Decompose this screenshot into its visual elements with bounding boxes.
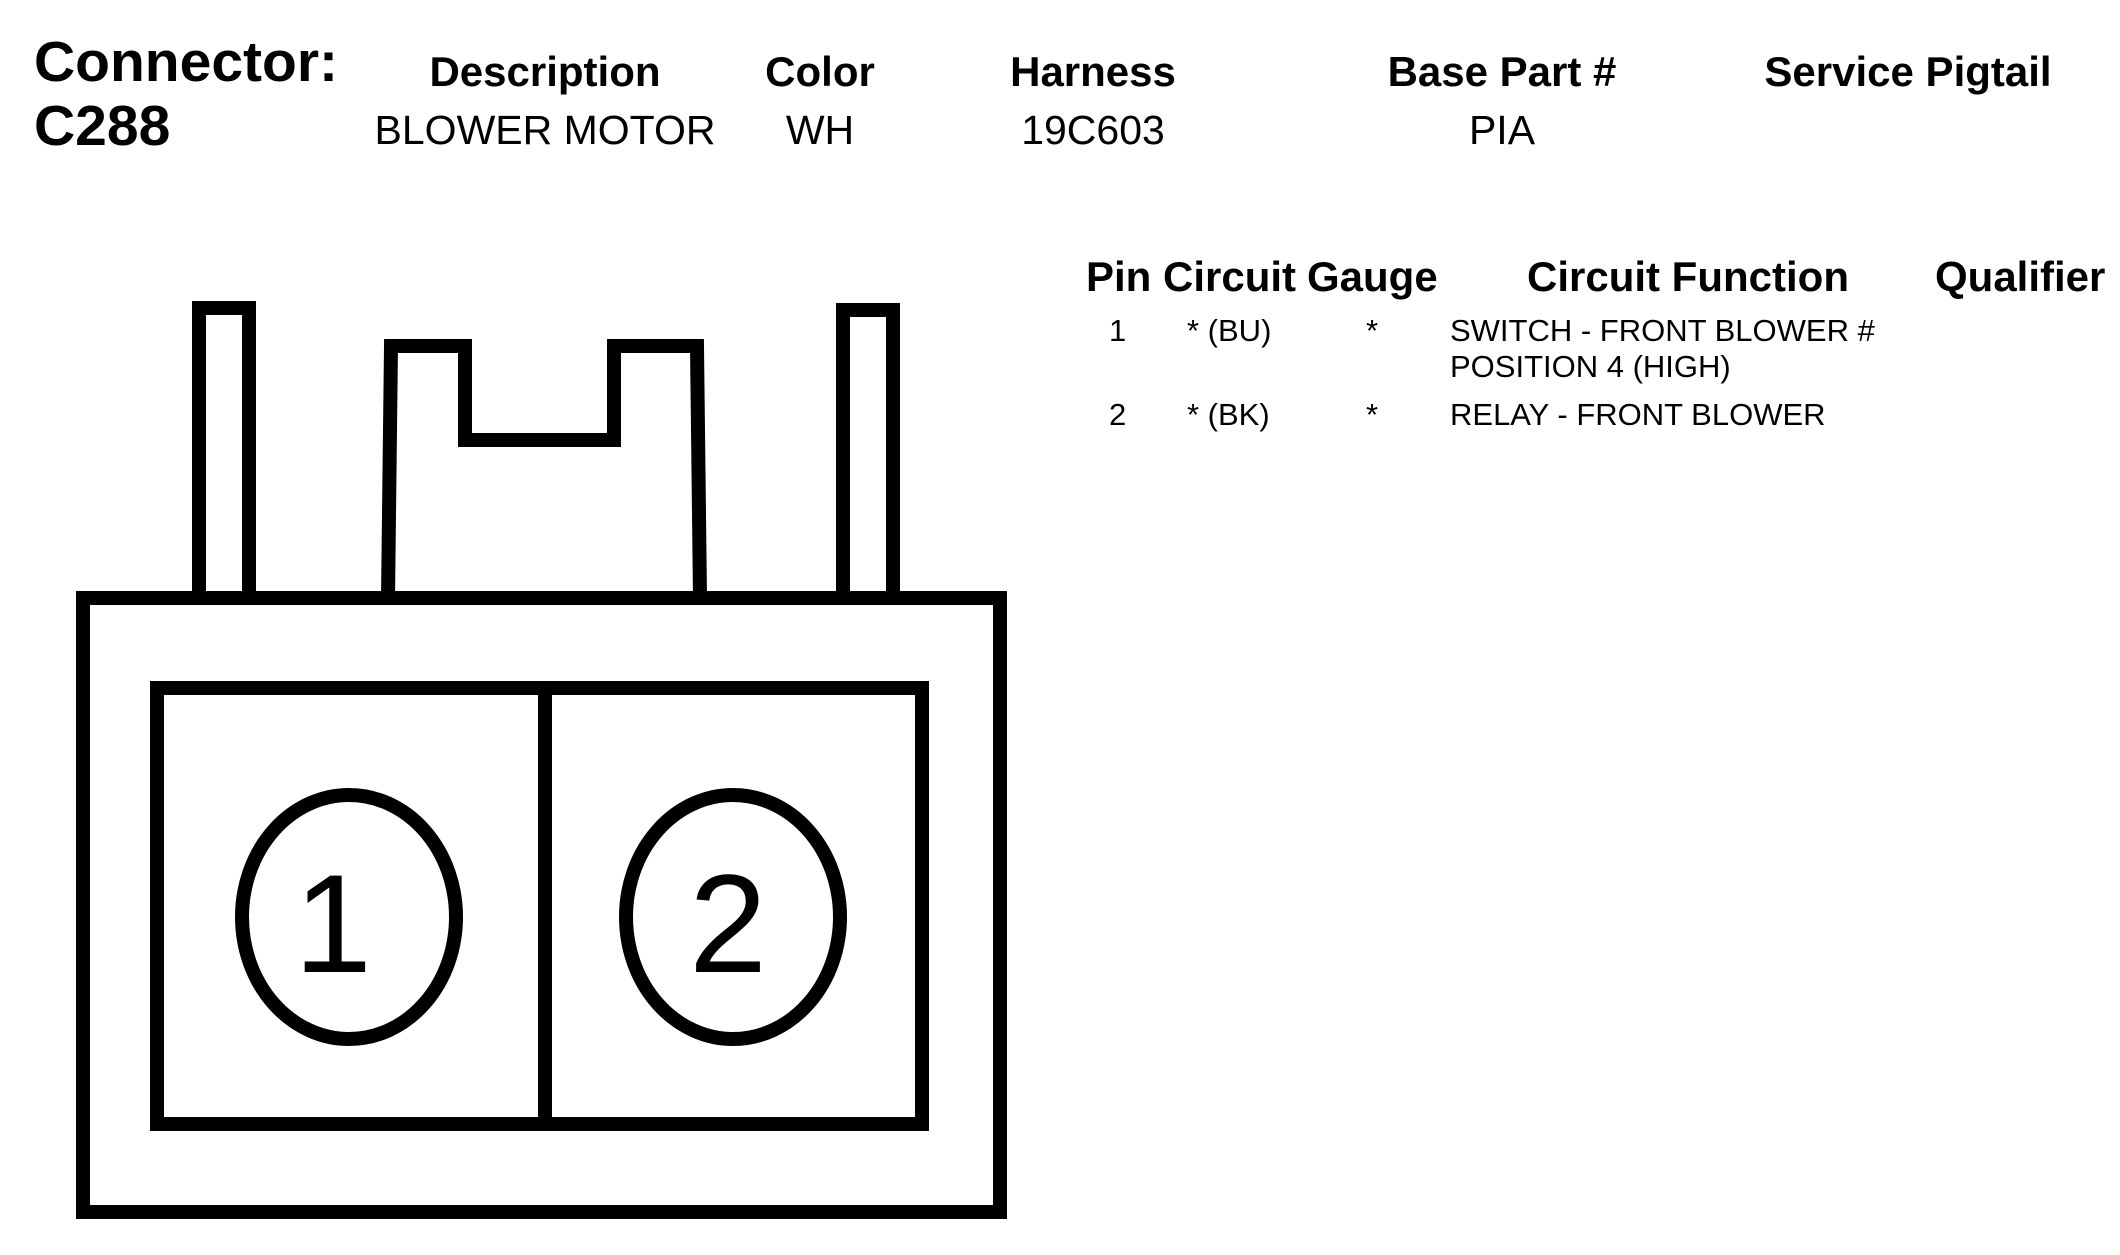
row-circuit: * (BU) bbox=[1187, 313, 1272, 348]
pin-2-cavity bbox=[619, 788, 847, 1046]
pin-1-label: 1 bbox=[294, 845, 372, 1002]
description-header: Description bbox=[429, 48, 661, 95]
row-function-line1: RELAY - FRONT BLOWER bbox=[1450, 397, 1826, 432]
row-gauge: * bbox=[1366, 313, 1379, 348]
right-post bbox=[836, 303, 900, 605]
pin-header: Pin bbox=[1086, 253, 1152, 300]
base-part-value: PIA bbox=[1468, 107, 1536, 153]
gauge-header: Gauge bbox=[1307, 253, 1438, 300]
harness-value: 19C603 bbox=[1021, 107, 1165, 153]
circuit-header: Circuit bbox=[1163, 253, 1297, 300]
center-latch bbox=[381, 339, 707, 599]
harness-header: Harness bbox=[1010, 48, 1176, 95]
row-pin: 1 bbox=[1109, 313, 1127, 348]
row-function-line2: POSITION 4 (HIGH) bbox=[1450, 349, 1731, 384]
row-gauge: * bbox=[1366, 397, 1379, 432]
base-part-header: Base Part # bbox=[1387, 48, 1617, 95]
description-value: BLOWER MOTOR bbox=[374, 107, 716, 153]
circuit-function-header: Circuit Function bbox=[1527, 253, 1849, 300]
row-circuit: * (BK) bbox=[1187, 397, 1270, 432]
color-header: Color bbox=[765, 48, 875, 95]
connector-face-diagram: 1 2 bbox=[76, 301, 1007, 1219]
pin-1-cavity bbox=[235, 788, 463, 1046]
connector-label: Connector: bbox=[34, 30, 338, 94]
connector-id: C288 bbox=[34, 94, 171, 158]
qualifier-header: Qualifier bbox=[1935, 253, 2106, 300]
pin-2-label: 2 bbox=[689, 845, 767, 1002]
color-value: WH bbox=[785, 107, 855, 153]
left-post bbox=[192, 301, 256, 605]
row-function-line1: SWITCH - FRONT BLOWER # bbox=[1450, 313, 1875, 348]
row-pin: 2 bbox=[1109, 397, 1127, 432]
service-pigtail-header: Service Pigtail bbox=[1764, 48, 2052, 95]
